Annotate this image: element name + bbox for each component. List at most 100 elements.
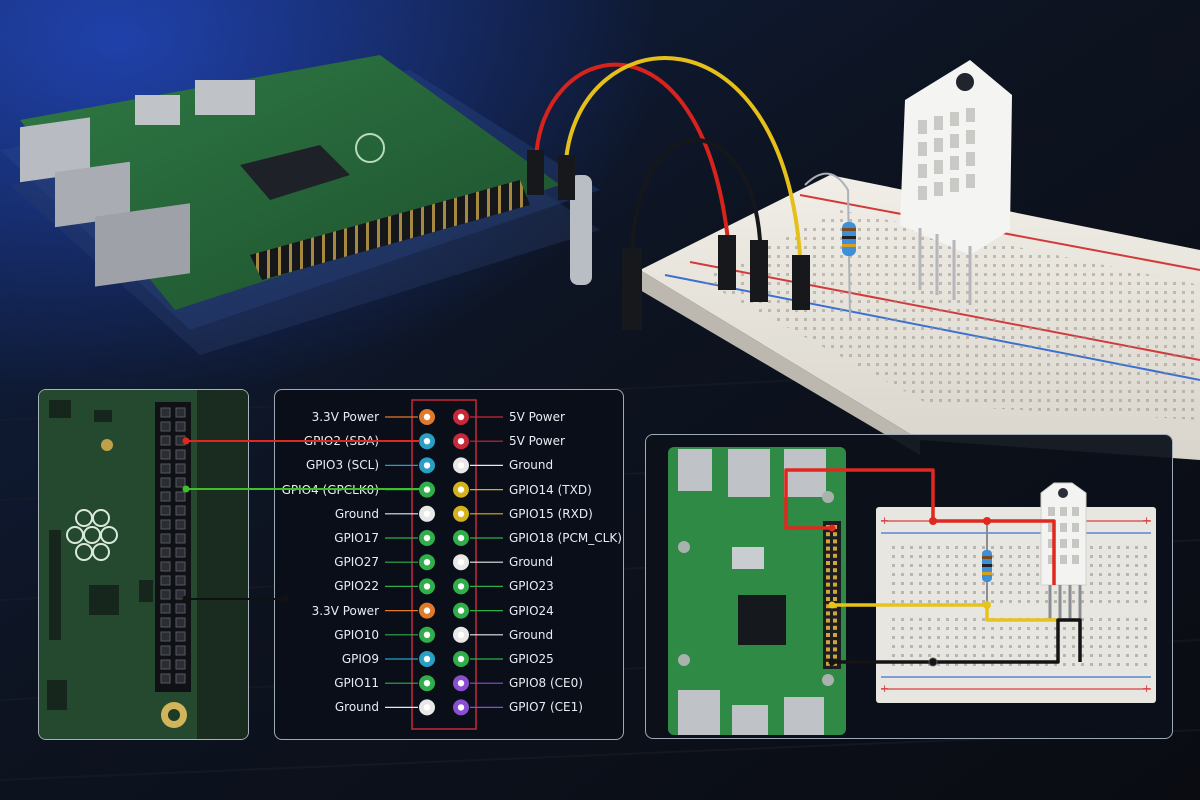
gpio-pin-center (423, 583, 431, 590)
closeup-header-pin (160, 547, 171, 558)
header-pin (826, 539, 830, 544)
pin-label-left: GPIO2 (SDA) (303, 434, 379, 449)
pi-cpu-chip (738, 595, 786, 645)
header-pin (826, 561, 830, 565)
header-pin (833, 568, 837, 573)
pin-label-right: Ground (509, 458, 554, 473)
pin-label-left: GPIO9 (341, 652, 379, 666)
pin-label-left: GPIO17 (334, 531, 379, 545)
header-pin (826, 597, 830, 601)
gpio-pin-center (423, 704, 431, 711)
pin-label-right: GPIO23 (509, 579, 554, 594)
header-pin (826, 546, 830, 551)
wire-connectors (527, 150, 810, 330)
closeup-header-pin (175, 589, 186, 600)
header-pin (826, 553, 830, 558)
closeup-header-pin (160, 673, 171, 684)
wiring-diagram-wires (784, 468, 1082, 664)
header-pin (826, 575, 830, 580)
closeup-header-pin (175, 547, 186, 558)
raspberry-logo-icon (66, 509, 118, 561)
closeup-header-pin (160, 421, 171, 432)
closeup-header-pin (175, 603, 186, 614)
closeup-header-pin (175, 617, 186, 628)
resistor (804, 172, 856, 321)
gpio-pin-center (423, 510, 431, 517)
pi-ports (678, 449, 826, 735)
resistor-illustration (982, 521, 992, 605)
header-pin (826, 589, 830, 594)
breadboard-plus-mark: + (1142, 514, 1151, 527)
header-outline (411, 399, 477, 730)
header-pin (833, 561, 837, 565)
gpio-pin-center (423, 413, 431, 421)
gpio-pin-center (423, 534, 431, 542)
closeup-header-pin (160, 463, 171, 474)
breadboard-plus-mark: + (880, 682, 889, 695)
closeup-header-pin (175, 519, 186, 530)
header-pin (826, 568, 830, 573)
pin-label-right: GPIO25 (509, 652, 554, 666)
gpio-pin-center (457, 438, 465, 445)
header-pin (833, 625, 837, 630)
wire-junction-dots (828, 517, 991, 667)
header-pin (826, 611, 830, 616)
header-pin (833, 539, 837, 544)
closeup-header-pin (160, 407, 171, 418)
header-pin (826, 618, 830, 623)
closeup-header-pin (160, 645, 171, 656)
pin-label-right: Ground (509, 627, 554, 642)
pin-label-left: Ground (334, 506, 379, 521)
gpio-pin-center (457, 631, 465, 638)
closeup-header-pin (175, 477, 186, 488)
header-pin (833, 654, 837, 659)
closeup-header-pin (175, 673, 186, 684)
closeup-header-pin (160, 449, 171, 460)
breadboard (640, 175, 1200, 460)
closeup-header-pin (175, 421, 186, 432)
gpio-pin-center (457, 534, 465, 542)
gpio-pin-center (457, 680, 465, 687)
pin-label-left: GPIO10 (334, 627, 379, 642)
closeup-header-pin (175, 435, 186, 446)
header-pin (826, 640, 830, 645)
header-pin (833, 597, 837, 601)
pin-label-right: GPIO18 (PCM_CLK) (509, 531, 622, 545)
gpio-pin-center (423, 631, 431, 638)
closeup-header-pin (175, 449, 186, 460)
header-pin (826, 633, 830, 637)
gpio-pin-center (423, 438, 431, 445)
pin-label-left: GPIO22 (334, 579, 379, 594)
wiring-diagram: + + + + (668, 447, 1156, 735)
header-pin (833, 582, 837, 587)
gpio-pin-center (423, 462, 431, 469)
pin-label-left: 3.3V Power (311, 603, 379, 618)
closeup-header-pin (160, 617, 171, 628)
gpio-pin-center (423, 655, 431, 663)
closeup-header-pin (175, 645, 186, 656)
closeup-header-pin (160, 575, 171, 586)
gpio-pin-center (457, 655, 465, 663)
gpio-pin-center (457, 583, 465, 590)
closeup-header-pin (160, 631, 171, 642)
closeup-header-pin (160, 659, 171, 670)
header-pin (833, 647, 837, 652)
jumper-wires (534, 56, 802, 257)
pin-label-left: 3.3V Power (311, 410, 379, 424)
header-pin (826, 647, 830, 652)
closeup-header-pin (160, 589, 171, 600)
closeup-header-pin (160, 603, 171, 614)
header-pin (826, 625, 830, 630)
header-pin (833, 589, 837, 594)
black-ground-wire (832, 618, 1082, 664)
pin-label-right: GPIO8 (CE0) (509, 676, 583, 691)
pin-label-right: GPIO24 (509, 603, 554, 618)
gpio-header-closeup-graphic (39, 390, 248, 739)
pin-label-right: GPIO15 (RXD) (509, 506, 593, 521)
gpio-pin-center (457, 607, 465, 614)
gpio-pin-center (457, 462, 465, 469)
closeup-header-pin (175, 561, 186, 572)
closeup-header-pin (160, 519, 171, 530)
closeup-header-pin (160, 435, 171, 446)
